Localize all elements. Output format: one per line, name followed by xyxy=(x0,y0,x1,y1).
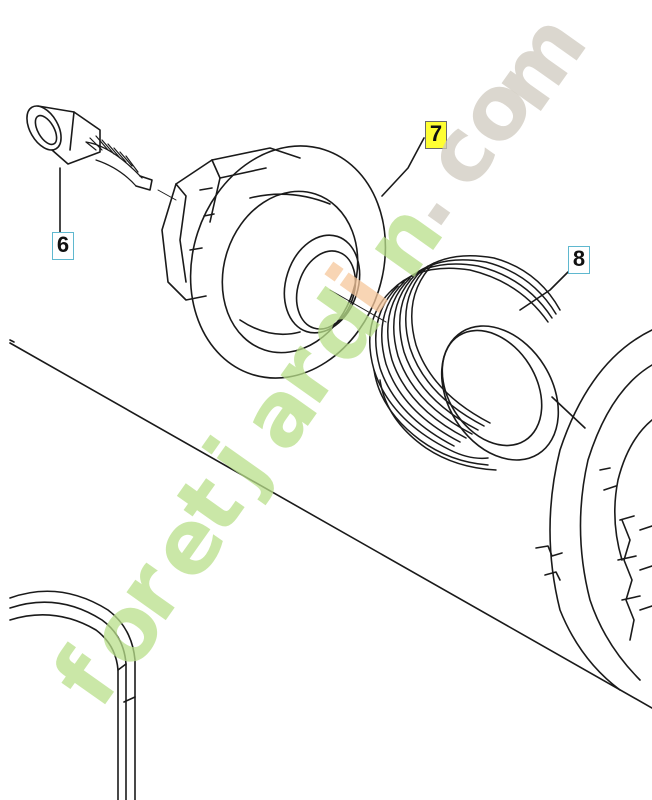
coil-spring xyxy=(368,255,586,471)
callout-leaders xyxy=(381,137,569,311)
shoulder-screw xyxy=(26,105,153,233)
callout-part-6: 6 xyxy=(52,232,74,260)
callout-part-7: 7 xyxy=(425,121,447,149)
housing-frame-lower-left xyxy=(9,590,136,800)
pulley-drum xyxy=(535,329,652,691)
hub-bushing xyxy=(161,145,387,379)
assembly-axis xyxy=(157,189,387,323)
housing-edge xyxy=(9,339,652,709)
callout-part-8: 8 xyxy=(568,246,590,274)
